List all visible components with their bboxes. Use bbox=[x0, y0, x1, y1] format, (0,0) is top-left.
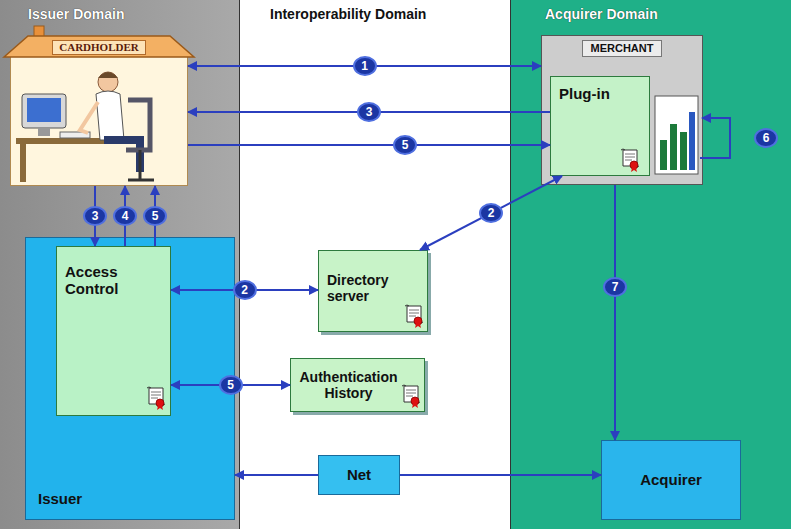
callout-number: 1 bbox=[353, 56, 377, 76]
issuer-domain-band: Issuer DomainCARDHOLDER Issuer Access Cont… bbox=[0, 0, 240, 529]
cardholder-person bbox=[80, 102, 98, 133]
loop-arrow bbox=[700, 118, 730, 158]
connector-arrow bbox=[614, 185, 616, 440]
connector-arrow bbox=[188, 111, 550, 113]
node-label: Acquirer Domain bbox=[545, 6, 791, 22]
certificate-icon bbox=[405, 305, 423, 328]
callout-number: 4 bbox=[113, 206, 137, 226]
certificate-icon bbox=[621, 149, 639, 172]
cardholder-person bbox=[128, 150, 154, 180]
merchant-chart bbox=[689, 112, 695, 170]
acquirer-box: Acquirer bbox=[601, 440, 741, 520]
callout-number: 6 bbox=[754, 128, 778, 148]
connector-arrow bbox=[94, 186, 96, 246]
node-label: Acquirer bbox=[640, 471, 702, 488]
node-label: CARDHOLDER bbox=[52, 40, 145, 55]
merchant-chart bbox=[670, 124, 677, 170]
node-label: Issuer bbox=[38, 490, 82, 507]
callout-number: 7 bbox=[603, 277, 627, 297]
node-label: Interoperability Domain bbox=[270, 6, 510, 22]
house-roof bbox=[4, 36, 194, 57]
cardholder-person bbox=[22, 94, 66, 128]
callout-number: 3 bbox=[357, 102, 381, 122]
cardholder-person bbox=[104, 140, 140, 172]
callout-number: 2 bbox=[479, 203, 503, 223]
house-roof bbox=[4, 26, 194, 57]
acquirer-domain-band: Acquirer DomainMERCHANT Plug-inAcquirer bbox=[510, 0, 791, 529]
cardholder-person bbox=[16, 72, 154, 182]
net-box: Net bbox=[318, 455, 400, 495]
callout-number: 3 bbox=[83, 206, 107, 226]
connector-arrow bbox=[188, 144, 550, 146]
node-label: Plug-in bbox=[559, 85, 641, 102]
callout-number: 2 bbox=[233, 280, 257, 300]
interoperability-domain-band: Interoperability DomainDirectory serverA… bbox=[240, 0, 510, 529]
certificate-icon bbox=[402, 385, 420, 408]
issuer-box: Issuer Access Control bbox=[25, 237, 235, 520]
cardholder-person bbox=[38, 128, 50, 136]
certificate-icon bbox=[147, 149, 639, 410]
cardholder-person bbox=[20, 144, 26, 182]
loop-arrow bbox=[700, 118, 730, 158]
connector-arrow bbox=[400, 474, 601, 476]
node-label: Authentication History bbox=[297, 369, 400, 401]
merchant-chart bbox=[655, 96, 698, 174]
merchant-chart bbox=[655, 96, 698, 174]
connector-arrow bbox=[235, 474, 318, 476]
cardholder-person bbox=[27, 98, 61, 122]
connector-arrow bbox=[188, 65, 541, 67]
node-label: Access Control bbox=[65, 263, 162, 298]
node-label: MERCHANT bbox=[582, 40, 663, 57]
cardholder-person bbox=[96, 91, 124, 140]
connector-arrow bbox=[154, 186, 156, 246]
node-label: Issuer Domain bbox=[28, 6, 239, 22]
connector-arrow bbox=[124, 186, 126, 246]
merchant-chart bbox=[680, 132, 687, 170]
callout-number: 5 bbox=[219, 375, 243, 395]
cardholder-person bbox=[98, 72, 118, 92]
certificate-icon bbox=[147, 387, 165, 410]
connector-arrow bbox=[171, 384, 290, 386]
merchant-chart bbox=[660, 140, 667, 170]
cardholder-person bbox=[126, 100, 150, 150]
callout-number: 5 bbox=[143, 206, 167, 226]
node-label: Directory server bbox=[327, 272, 405, 304]
connector-arrow bbox=[420, 176, 562, 250]
connector-arrow bbox=[171, 289, 318, 291]
node-label: Net bbox=[347, 466, 371, 483]
cardholder-person bbox=[98, 72, 118, 78]
